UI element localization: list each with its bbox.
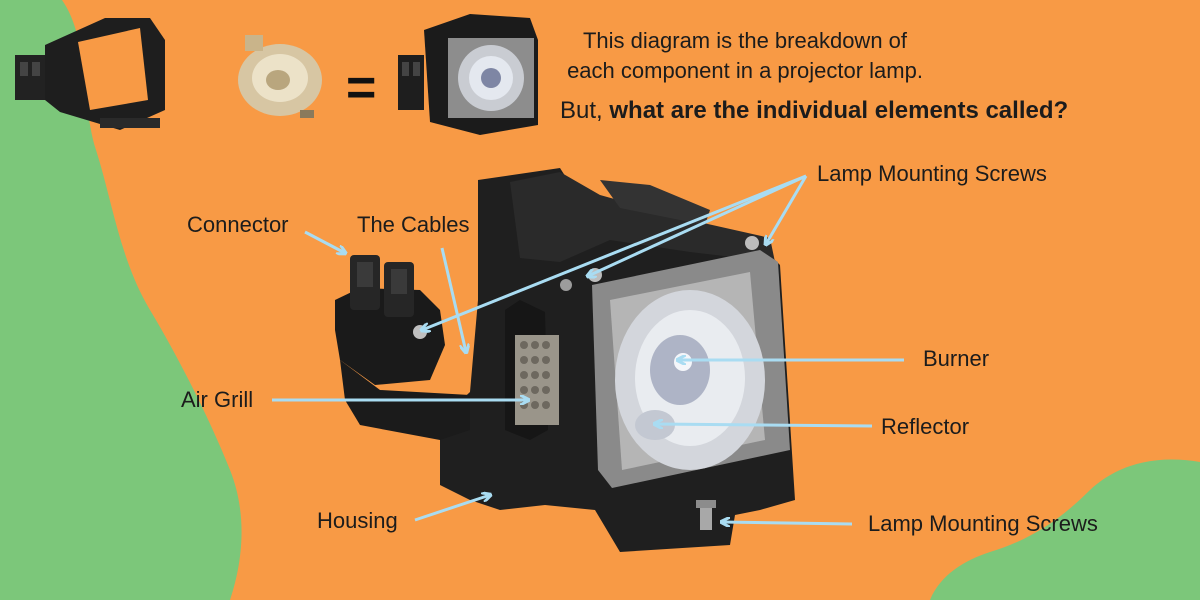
housing-frame-thumbnail	[15, 18, 165, 130]
arrow-cables	[440, 247, 466, 352]
question-bold: what are the individual elements called?	[609, 97, 1069, 124]
connector-block	[335, 288, 445, 385]
label-housing: Housing	[317, 508, 398, 533]
arrow-connector	[304, 230, 345, 253]
arrow-screws-bottom	[722, 522, 853, 524]
label-connector: Connector	[187, 212, 289, 237]
question-prefix: But,	[560, 97, 610, 124]
air-grill	[515, 335, 559, 425]
bulb-thumbnail	[238, 35, 322, 118]
green-blob-left	[0, 0, 242, 600]
label-cables: The Cables	[357, 212, 470, 237]
main-lamp-illustration	[335, 168, 795, 552]
arrow-screws-top-3	[766, 175, 808, 244]
label-burner: Burner	[923, 346, 990, 371]
label-reflector: Reflector	[881, 414, 970, 439]
label-screws-bottom: Lamp Mounting Screws	[868, 511, 1098, 536]
green-blob-bottom-right	[930, 459, 1200, 600]
intro-line-2: each component in a projector lamp.	[567, 58, 923, 83]
arrow-housing	[414, 495, 490, 522]
complete-lamp-thumbnail	[398, 14, 538, 135]
arrow-reflector	[655, 424, 873, 426]
equals-sign: =	[346, 59, 377, 117]
label-screws-top: Lamp Mounting Screws	[817, 161, 1047, 186]
intro-line-1: This diagram is the breakdown of	[582, 28, 908, 53]
question-heading: But, what are the individual elements ca…	[560, 97, 1068, 125]
label-air-grill: Air Grill	[181, 387, 254, 412]
arrow-screws-top-2	[588, 174, 807, 276]
arrow-screws-top-1	[422, 174, 807, 330]
intro-text: This diagram is the breakdown of each co…	[540, 26, 950, 86]
